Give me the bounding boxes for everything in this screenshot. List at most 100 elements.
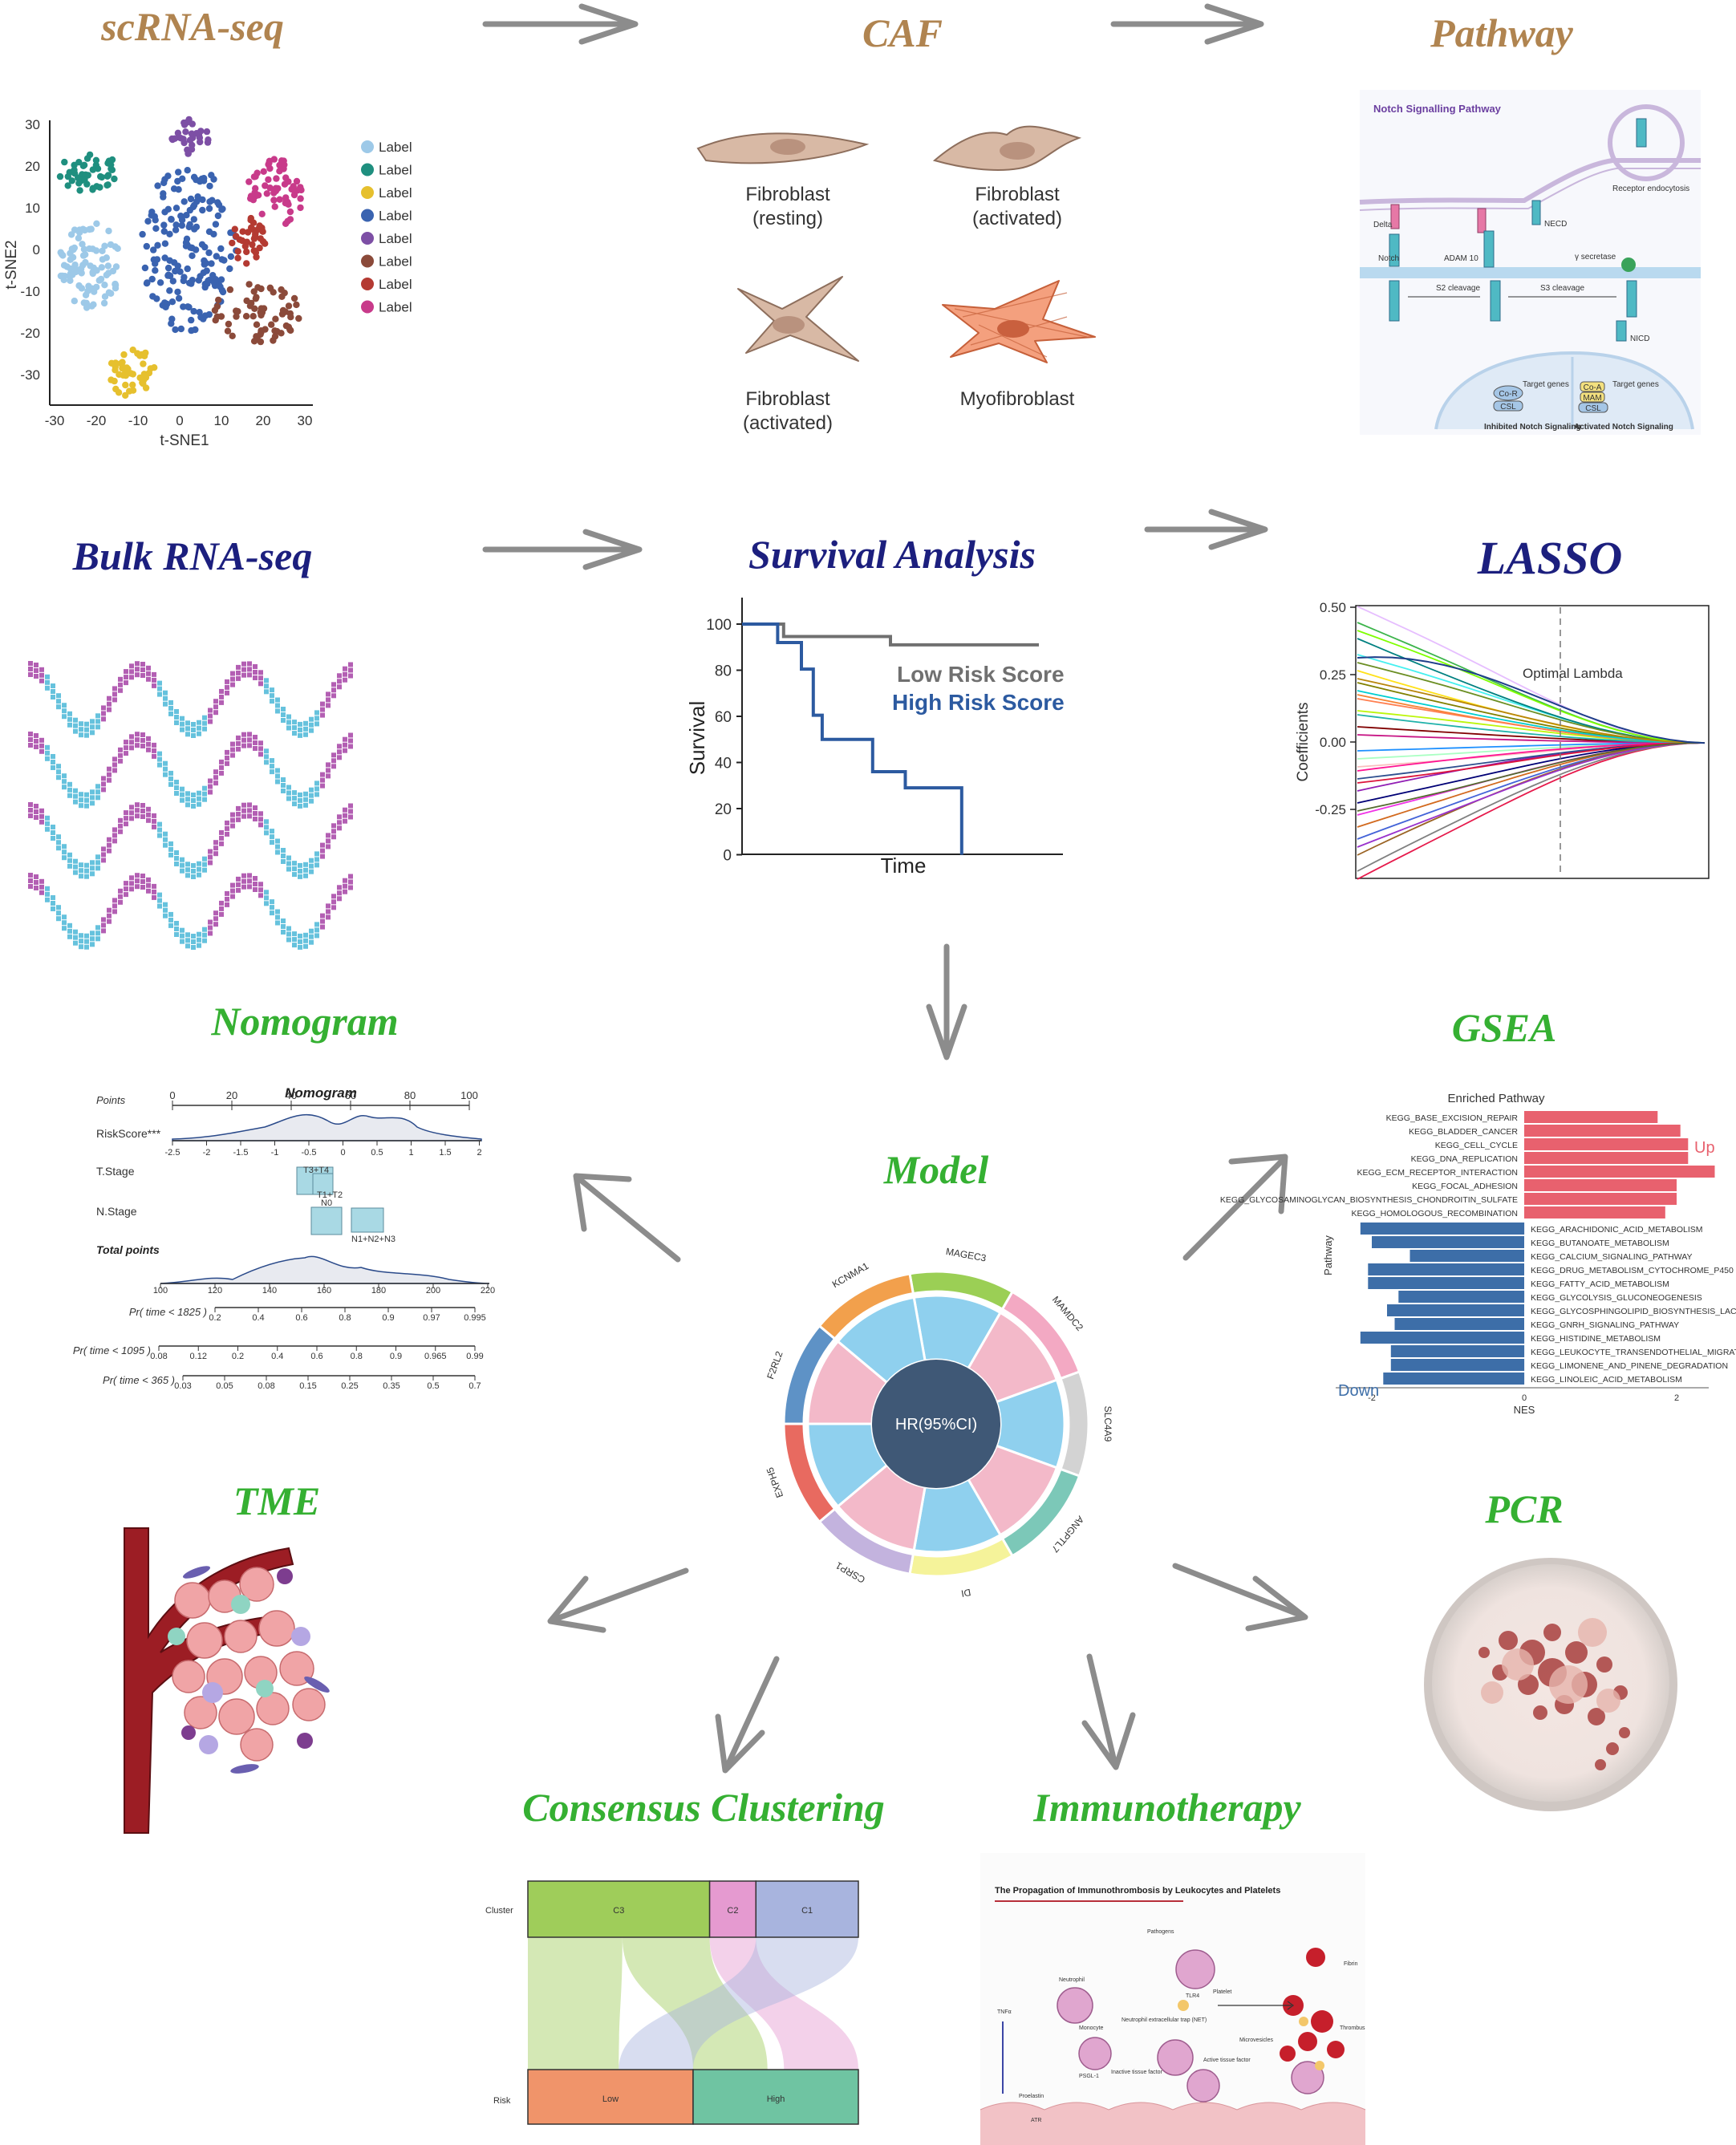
gsea-up-bar [1524, 1179, 1677, 1191]
wave-pixel [95, 789, 100, 795]
model-center [872, 1360, 1000, 1488]
tsne-point [260, 168, 267, 175]
wave-pixel [236, 882, 241, 887]
wave-pixel [84, 732, 89, 738]
wave-pixel [337, 890, 342, 896]
wave-pixel [241, 743, 246, 748]
nomogram-tick-label: 160 [317, 1286, 331, 1296]
wave-pixel [281, 924, 286, 929]
wave-pixel [67, 711, 72, 716]
wave-pixel [107, 777, 112, 783]
tsne-point [293, 301, 300, 309]
wave-pixel [73, 864, 78, 870]
wave-pixel [270, 910, 274, 916]
wave-pixel [337, 825, 342, 831]
tsne-point [190, 216, 197, 223]
wave-pixel [157, 691, 162, 697]
tsne-legend-swatch [361, 163, 374, 176]
wave-pixel [56, 916, 61, 922]
tsne-point [80, 245, 88, 253]
tsne-point [184, 167, 191, 174]
notch-label-target-2: Target genes [1612, 380, 1659, 389]
wave-pixel [39, 672, 44, 678]
wave-pixel [326, 762, 331, 768]
wave-pixel [185, 873, 190, 878]
tsne-point [187, 195, 195, 203]
wave-pixel [84, 933, 89, 939]
wave-pixel [191, 728, 196, 732]
tsne-point [81, 176, 88, 184]
wave-pixel [84, 939, 89, 944]
wave-pixel [213, 781, 218, 786]
wave-pixel [337, 744, 342, 749]
tsne-point [243, 248, 250, 256]
wave-pixel [124, 816, 128, 821]
wave-pixel [95, 925, 100, 931]
tsne-legend-label: Label [379, 185, 412, 201]
wave-pixel [67, 787, 72, 793]
tsne-point [71, 166, 78, 174]
wave-pixel [191, 934, 196, 939]
wave-pixel [191, 863, 196, 868]
tsne-legend-label: Label [379, 231, 412, 246]
tsne-point [189, 244, 196, 252]
survival-y-tick-label: 100 [706, 617, 732, 634]
wave-pixel [39, 813, 44, 819]
wave-pixel [168, 776, 173, 781]
immuno-label-proelastin: Proelastin [1019, 2094, 1044, 2099]
nomogram-header: Nomogram [285, 1085, 357, 1101]
gsea-up-label: Up [1694, 1139, 1715, 1157]
wave-pixel [39, 878, 44, 884]
wave-pixel [225, 749, 229, 755]
gsea-pathway-label: KEGG_GLYCOLYSIS_GLUCONEOGENESIS [1531, 1293, 1702, 1303]
wave-pixel [90, 936, 95, 942]
wave-pixel [219, 841, 224, 846]
wave-pixel [303, 797, 308, 802]
tsne-point [80, 161, 88, 168]
tsne-point [183, 235, 191, 242]
tsne-point [164, 172, 172, 180]
tsne-point [234, 254, 241, 262]
wave-pixel [73, 728, 78, 734]
wave-pixel [152, 818, 156, 824]
wave-pixel [101, 711, 106, 716]
wave-pixel [331, 823, 336, 829]
nomogram-tick-label: -1 [271, 1148, 279, 1158]
wave-pixel [185, 938, 190, 943]
tsne-point [219, 205, 226, 213]
nomogram-tick-label: 0.9 [382, 1313, 394, 1323]
wave-pixel [140, 744, 145, 748]
tsne-point [221, 257, 228, 264]
wave-pixel [140, 879, 145, 884]
tsne-point [168, 135, 176, 143]
tsne-point [212, 317, 219, 324]
wave-pixel [270, 769, 274, 775]
wave-pixel [286, 796, 291, 801]
immuno-label-inactive: Inactive tissue factor [1111, 2070, 1162, 2075]
wave-pixel [135, 813, 140, 819]
tsne-point [213, 302, 221, 310]
wave-pixel [298, 797, 302, 803]
wave-pixel [84, 874, 89, 879]
wave-pixel [157, 680, 162, 686]
tsne-point [258, 305, 265, 312]
nomogram-tick-label: 0 [340, 1148, 345, 1158]
wave-pixel [343, 889, 347, 894]
wave-pixel [124, 821, 128, 827]
tsne-point [196, 309, 203, 316]
wave-pixel [314, 716, 319, 721]
wave-pixel [146, 747, 151, 752]
wave-pixel [67, 858, 72, 863]
tsne-point [219, 288, 227, 296]
fibroblast-resting-cell: Fibroblast (resting) [696, 132, 870, 229]
tsne-point [254, 284, 262, 291]
wave-pixel [202, 927, 207, 932]
tsne-point [258, 311, 265, 319]
tsne-point [285, 302, 293, 310]
wave-pixel [45, 744, 50, 750]
tsne-point [140, 352, 148, 359]
tsne-point [180, 198, 188, 205]
